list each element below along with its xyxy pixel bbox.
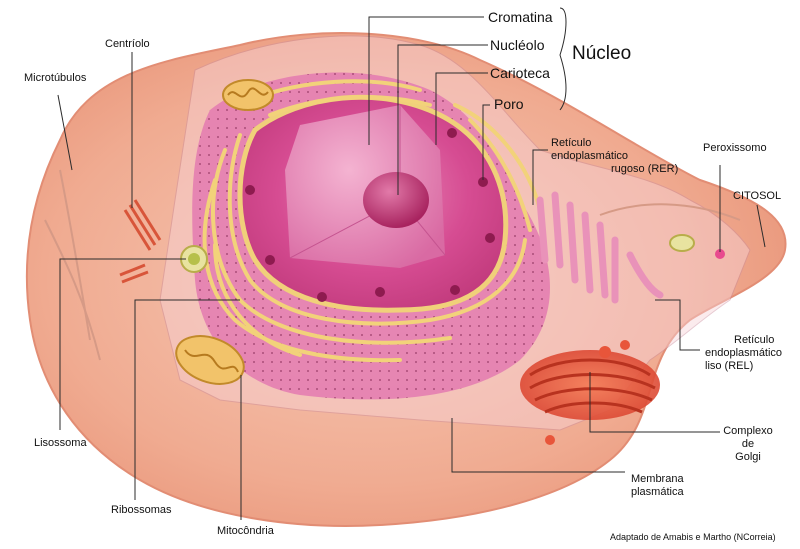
- label-citosol: CITOSOL: [733, 190, 782, 202]
- label-rel: Retículo endoplasmático liso (REL): [705, 334, 782, 373]
- label-rer: Retículo endoplasmático rugoso (RER): [551, 137, 678, 176]
- label-nucleolo: Nucléolo: [490, 37, 545, 53]
- label-poro: Poro: [494, 96, 524, 112]
- label-nucleo: Núcleo: [572, 43, 632, 64]
- label-golgi-line3: Golgi: [735, 451, 761, 463]
- leader-lines: [57, 7, 766, 520]
- label-rel-line2: endoplasmático: [705, 347, 783, 359]
- label-cromatina: Cromatina: [488, 9, 553, 25]
- nuclear-pores: [245, 128, 495, 302]
- label-mitocondria: Mitocôndria: [217, 525, 274, 537]
- mitochondrion: [175, 335, 245, 385]
- label-lisossoma: Lisossoma: [34, 437, 87, 449]
- label-microtubulos: Microtúbulos: [24, 72, 87, 84]
- mitochondrion-top: [222, 79, 274, 111]
- credit-text: Adaptado de Amabis e Martho (NCorreia): [610, 532, 776, 542]
- centriole: [119, 199, 162, 284]
- microtubules: [44, 169, 741, 361]
- label-golgi: Complexo de Golgi: [718, 425, 778, 464]
- peroxisome: [715, 249, 725, 259]
- label-rer-line2: endoplasmático: [551, 150, 629, 162]
- label-peroxissomo: Peroxissomo: [703, 142, 767, 154]
- smooth-er: [536, 191, 664, 304]
- label-rel-line1: Retículo: [734, 334, 775, 346]
- label-membrana: Membrana plasmática: [631, 473, 684, 499]
- label-rel-line3: liso (REL): [705, 360, 754, 372]
- label-golgi-line1: Complexo: [723, 425, 773, 437]
- label-rer-line3: rugoso (RER): [611, 163, 679, 175]
- label-golgi-line2: de: [741, 438, 755, 450]
- chromatin: [285, 105, 445, 268]
- label-membrana-line1: Membrana: [631, 473, 684, 485]
- nucleolus: [363, 172, 429, 228]
- label-carioteca: Carioteca: [490, 65, 550, 81]
- label-rer-line1: Retículo: [551, 137, 592, 149]
- label-membrana-line2: plasmática: [631, 486, 684, 498]
- label-centriolo: Centríolo: [105, 38, 150, 50]
- label-ribossomas: Ribossomas: [111, 504, 172, 516]
